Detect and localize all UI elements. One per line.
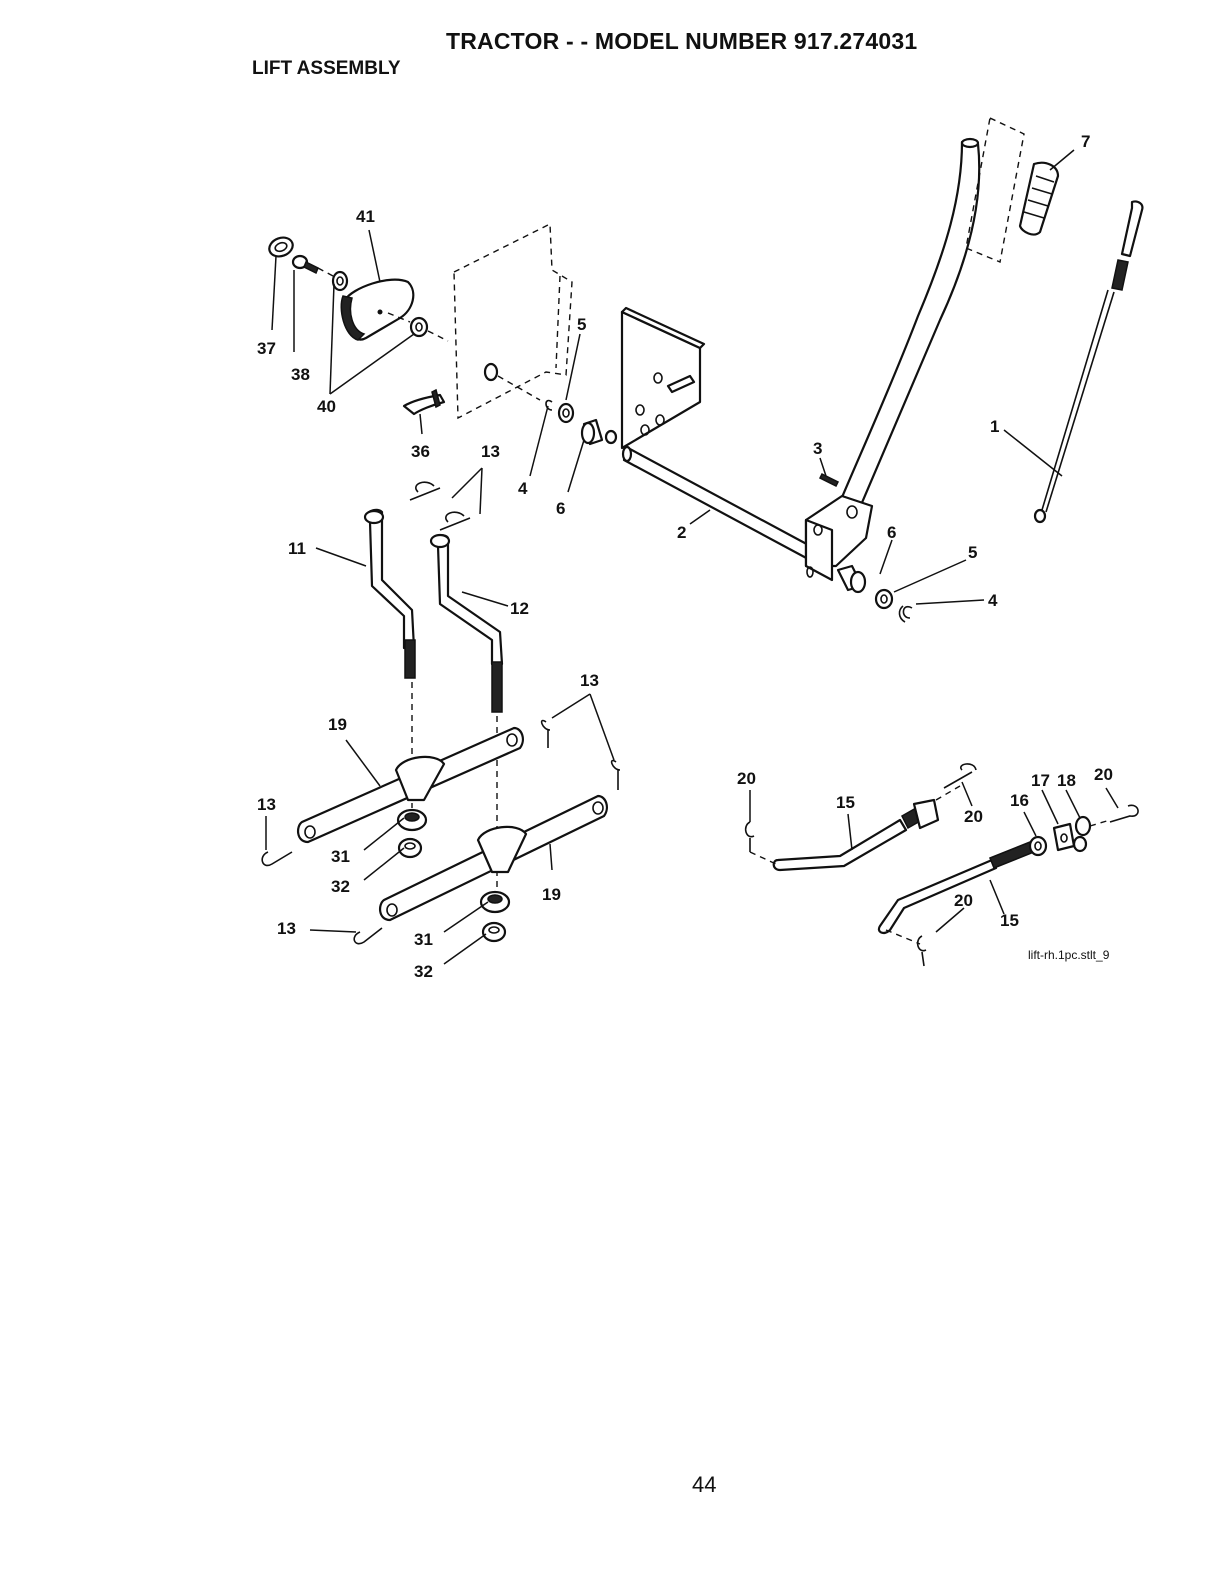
part-nut-32-lower xyxy=(483,923,505,941)
callout-1: 1 xyxy=(990,417,999,436)
part-link-11 xyxy=(365,510,415,678)
part-small-bushing xyxy=(606,431,616,443)
part-bracket-plate xyxy=(622,308,704,448)
callout-2: 2 xyxy=(677,523,686,542)
callout-18: 18 xyxy=(1057,771,1076,790)
callout-40: 40 xyxy=(317,397,336,416)
callout-20-right: 20 xyxy=(1094,765,1113,784)
frame-panel-edge xyxy=(556,276,560,368)
part-hairpin-13-mid xyxy=(542,721,620,790)
callout-6-right: 6 xyxy=(887,523,896,542)
part-pivot-bracket xyxy=(806,496,872,580)
part-block-17 xyxy=(1054,824,1074,850)
callout-20-left: 20 xyxy=(737,769,756,788)
part-bushing-6-left xyxy=(582,420,602,444)
part-bolt-38 xyxy=(293,256,318,273)
callout-38: 38 xyxy=(291,365,310,384)
callout-5-left: 5 xyxy=(577,315,586,334)
rod-15-lower-end-line xyxy=(886,930,920,944)
callout-19-lower: 19 xyxy=(542,885,561,904)
part-hairpin-20-left xyxy=(746,822,754,852)
callout-5-right: 5 xyxy=(968,543,977,562)
rod-15-upper-end-line xyxy=(750,852,776,864)
part-washer-40-lower xyxy=(411,318,427,336)
callout-19-upper: 19 xyxy=(328,715,347,734)
rod-15-lower-pin-line xyxy=(1090,820,1110,826)
part-clip-36 xyxy=(404,390,444,414)
callout-3: 3 xyxy=(813,439,822,458)
file-reference: lift-rh.1pc.stlt_9 xyxy=(1028,948,1110,962)
part-nut-32-upper xyxy=(399,839,421,857)
leader-lines xyxy=(266,150,1118,964)
callout-labels: 41 37 38 40 36 13 5 4 6 7 1 3 2 6 5 4 11… xyxy=(257,132,1113,981)
part-hairpin-20-upper xyxy=(944,764,976,788)
callout-11: 11 xyxy=(288,539,306,558)
part-link-12 xyxy=(431,535,502,712)
part-grip-7 xyxy=(1020,163,1058,235)
part-ring-37 xyxy=(267,234,296,259)
part-panel-hole xyxy=(485,364,497,380)
part-nut-18 xyxy=(1074,817,1090,851)
callout-17: 17 xyxy=(1031,771,1050,790)
callout-13-lower: 13 xyxy=(277,919,296,938)
callout-31-lower: 31 xyxy=(414,930,433,949)
part-knob-41 xyxy=(341,280,413,340)
callout-4-right: 4 xyxy=(988,591,998,610)
callout-31-upper: 31 xyxy=(331,847,350,866)
rod-15-upper-pin-line xyxy=(936,786,960,800)
shaft-axis-line-left xyxy=(498,376,540,400)
callout-20-lower: 20 xyxy=(954,891,973,910)
part-hairpin-20-lower xyxy=(918,936,926,966)
callout-32-upper: 32 xyxy=(331,877,350,896)
part-washer-5-left xyxy=(559,404,573,422)
callout-7: 7 xyxy=(1081,132,1090,151)
callout-16: 16 xyxy=(1010,791,1029,810)
part-hairpin-20-right xyxy=(1110,805,1138,822)
part-shaft-2 xyxy=(623,447,814,560)
part-bushing-6-right xyxy=(838,566,865,592)
callout-6-left: 6 xyxy=(556,499,565,518)
callout-4-left: 4 xyxy=(518,479,528,498)
part-washer-16 xyxy=(1030,837,1046,855)
part-pin-3 xyxy=(820,474,838,486)
part-clip-4-right xyxy=(899,606,912,622)
callout-13-left: 13 xyxy=(257,795,276,814)
callout-13-mid: 13 xyxy=(580,671,599,690)
callout-41: 41 xyxy=(356,207,375,226)
callout-37: 37 xyxy=(257,339,276,358)
callout-15-lower: 15 xyxy=(1000,911,1019,930)
page-number: 44 xyxy=(692,1472,716,1498)
callout-12: 12 xyxy=(510,599,529,618)
part-lift-handle xyxy=(840,139,979,512)
callout-32-lower: 32 xyxy=(414,962,433,981)
callout-20-mid: 20 xyxy=(964,807,983,826)
callout-15-upper: 15 xyxy=(836,793,855,812)
callout-36: 36 xyxy=(411,442,430,461)
frame-panel-outline xyxy=(454,224,572,418)
part-rod-15-upper xyxy=(774,800,938,870)
callout-13-upper: 13 xyxy=(481,442,500,461)
part-rod-1 xyxy=(1035,201,1142,522)
part-washer-5-right xyxy=(876,590,892,608)
part-bushing-31-lower xyxy=(481,892,509,912)
part-washer-40-upper xyxy=(333,272,347,290)
